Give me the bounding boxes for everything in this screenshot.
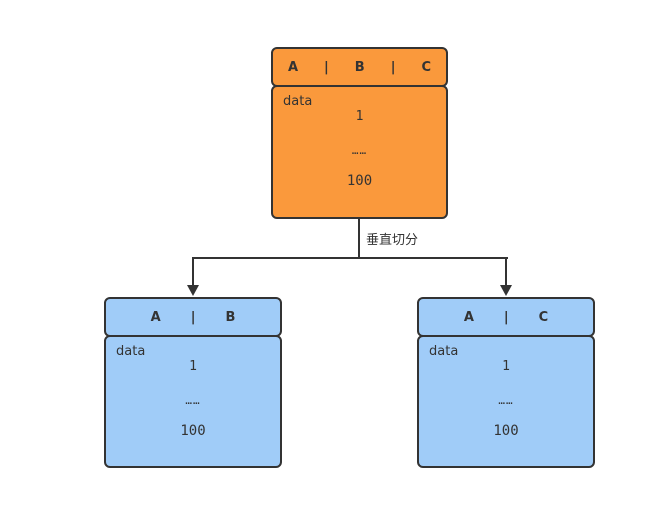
edge-label: 垂直切分 [366, 233, 419, 248]
left-shard-table-body: data 1 …… 100 [104, 335, 282, 468]
arrowhead-down-left-icon [187, 285, 199, 296]
pipe-separator: | [324, 59, 329, 75]
row-ellipsis: …… [185, 394, 201, 407]
arrowhead-down-right-icon [500, 285, 512, 296]
right-shard-table-node: A | C data 1 …… 100 [417, 297, 595, 468]
column-label: C [538, 309, 549, 325]
right-shard-table-header: A | C [417, 297, 595, 337]
row-value-last: 100 [180, 423, 206, 439]
left-shard-table-node: A | B data 1 …… 100 [104, 297, 282, 468]
connector-stem [358, 219, 360, 259]
row-ellipsis: …… [351, 144, 368, 157]
connector-right-drop [505, 257, 507, 287]
left-shard-table-header: A | B [104, 297, 282, 337]
row-value-last: 100 [493, 423, 519, 439]
data-label: data [283, 94, 313, 109]
pipe-separator: | [503, 309, 509, 325]
column-label: A [150, 309, 161, 325]
data-label: data [116, 344, 146, 359]
row-value-first: 1 [502, 359, 510, 374]
column-label: A [287, 59, 299, 75]
pipe-separator: | [190, 309, 196, 325]
data-label: data [429, 344, 459, 359]
pipe-separator: | [390, 59, 396, 75]
column-label: A [463, 309, 474, 325]
connector-branch [192, 257, 508, 259]
row-value-first: 1 [355, 109, 364, 124]
row-value-first: 1 [189, 359, 197, 374]
column-label: B [225, 309, 236, 325]
right-shard-table-body: data 1 …… 100 [417, 335, 595, 468]
row-ellipsis: …… [498, 394, 514, 407]
column-label: B [354, 59, 365, 75]
source-table-body: data 1 …… 100 [271, 85, 448, 219]
source-table-node: A | B | C data 1 …… 100 [271, 47, 448, 219]
source-table-header: A | B | C [271, 47, 448, 87]
column-label: C [421, 59, 432, 75]
row-value-last: 100 [346, 173, 373, 189]
connector-left-drop [192, 257, 194, 287]
